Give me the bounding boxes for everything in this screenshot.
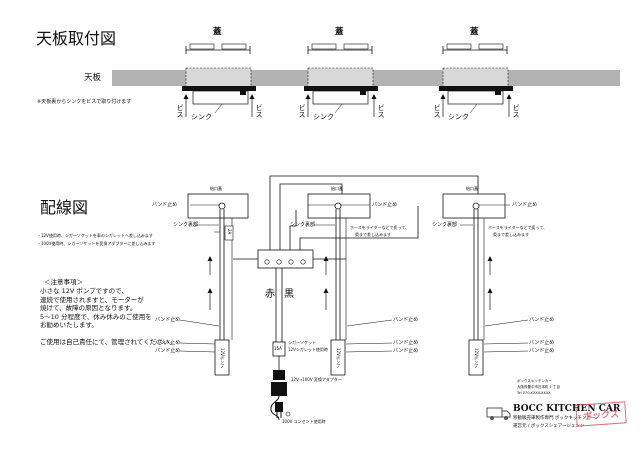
band-label-3a: バンド止め [512,202,538,208]
hose-note-2a: ホースをライターなどで炙って、 [350,225,410,230]
hose-note-2b: 奥まで差し込みます [355,232,391,237]
lid-label-3: 蓋 [470,27,479,37]
pump-label-1: 12Vポンプ [220,348,225,368]
lid-top-label-1: 給口蓋 [210,186,222,191]
band-label-3c: バンド止め [529,340,555,346]
pump-label-2: 12Vポンプ [336,348,341,368]
counter-label: 天板 [84,73,102,83]
wiring-lid-1 [187,193,249,219]
outlet-label: 100V コンセント使用時 [282,419,326,424]
adapter-label: 12V→100V 変換アダプター [291,377,342,382]
pump-label-3: 12Vポンプ [474,348,479,368]
hose-note-3a: ホースをライターなどで炙って、 [488,225,548,230]
caution-line: 5〜10 分程度で、休み休みのご使用を [40,312,152,321]
pump-line-2 [323,202,347,376]
sink-unit-1 [182,43,256,117]
sink-unit-3 [439,43,513,117]
band-label-2c: バンド止め [393,340,419,346]
band-label-2d: バンド止め [393,348,419,354]
valve-label: 2A [227,229,232,235]
logo-sub: 移動販売車製作専門 ボックキッチンカー [513,416,596,421]
note-12v: ・12V使用時、シガーソケットを車のシガレットへ差し込みます [37,233,153,238]
power-wire-3 [269,175,479,250]
wiring-title: 配線図 [40,198,89,217]
screw-label-2a: ビス [298,104,306,118]
power-wire-2 [279,183,343,250]
band-label-1c: バンド止め [155,340,181,346]
sink-back-label-3: シンク裏部 [432,222,458,228]
band-label-2b: バンド止め [393,317,419,323]
sink-back-label-1: シンク裏部 [173,222,199,228]
hose-note-3b: 奥まで差し込みます [493,232,529,237]
lid-top-label-3: 給口蓋 [466,186,478,191]
caution-line: ご使用は自己責任にて、管理されてください。 [40,338,176,346]
sink-back-label-2: シンク裏部 [290,222,316,228]
band-label-3d: バンド止め [529,348,555,354]
logo-text: BOCC KITCHEN CAR [513,404,621,414]
screw-label-1b: ビス [255,104,263,118]
company-stamp: ボックス [575,401,627,427]
caution-line: お勧めいたします。 [40,321,98,329]
junction-box [257,249,314,269]
sink-label-3: シンク [448,113,469,121]
return-wire-3 [299,206,419,250]
caution-line: 小さな 12V ポンプですので、 [40,287,128,295]
cigarette-socket [273,370,285,380]
caution-line [40,330,190,339]
lid-label-2: 蓋 [335,27,344,37]
red-wire-label: 赤 [265,289,275,300]
pump-line-3 [468,202,493,376]
company-line-2: 大阪府豊中市庄本町 1 丁目 [517,385,560,389]
caution-line: 焼けて、故障の原因となります。 [40,304,137,312]
junction-terminals [264,259,306,265]
screw-label-2b: ビス [377,104,385,118]
company-line-3: Tel 070-XXXX-XXXX [517,391,551,395]
caution-line: 連続で使用されますと、モーターが [40,295,144,304]
band-label-2a: バンド止め [372,202,398,208]
lid-label-1: 蓋 [213,27,222,37]
screw-label-1a: ビス [176,104,184,118]
fuse-label: 15A [274,346,282,351]
band-leaders [179,204,529,353]
plug [275,402,283,412]
band-label-1a: バンド止め [152,202,178,208]
note-100v: ・100V使用時、シガーソケットを変換アダプターに差し込みます [37,241,156,246]
socket-label-2: 12Vシガレット使用時 [288,347,328,352]
mount-title: 天板取付図 [36,29,117,48]
company-line-1: ボックスキッチンカー [517,379,552,383]
lid-top-label-2: 給口蓋 [331,186,343,191]
band-label-1b: バンド止め [155,317,181,323]
return-wire-2 [289,210,297,250]
logo-bottom: 運営元 / ボックスシェアージェシン [513,424,585,429]
sink-unit-2 [304,43,378,117]
screw-label-3a: ビス [433,104,441,118]
band-label-1d: バンド止め [155,348,181,354]
socket-label-1: シガーソケット [288,340,316,345]
caution-list: 小さな 12V ポンプですので、連続で使用されますと、モーターが焼けて、故障の原… [40,287,190,347]
pump-line-1 [207,202,234,376]
black-wire-label: 黒 [284,289,294,300]
caution-title: ＜注意事項＞ [44,278,83,286]
sink-label-1: シンク [191,113,212,121]
truck-icon [486,407,511,420]
adapter [271,382,287,396]
mount-note: ※天板裏からシンクをビスで取り付けます [37,99,132,105]
screw-label-3b: ビス [512,104,520,118]
band-label-3b: バンド止め [529,317,555,323]
sink-label-2: シンク [313,113,334,121]
